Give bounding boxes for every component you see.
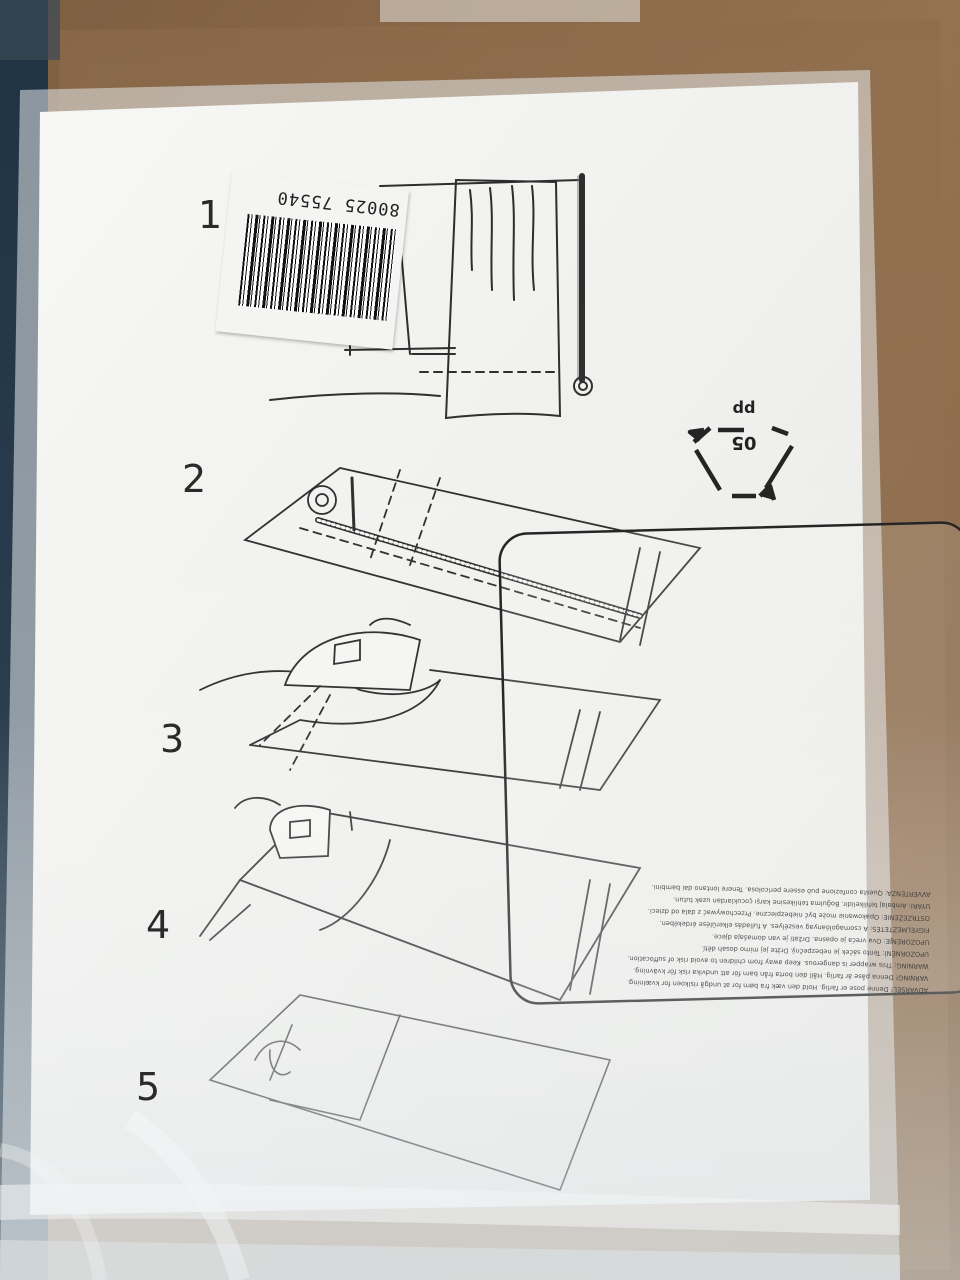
step-number-5: 5: [136, 1065, 161, 1109]
step-number-1: 1: [198, 193, 223, 237]
recycling-code: 05: [731, 432, 757, 453]
step-number-3: 3: [160, 717, 185, 761]
step-number-2: 2: [182, 457, 207, 501]
warning-text-block: ADVARSEL! Denne pose er farlig. Hold den…: [514, 525, 946, 996]
barcode-icon: [238, 213, 397, 322]
recycling-material: pp: [732, 400, 756, 419]
barcode-digits: 80025 75540: [275, 186, 401, 220]
barcode-sticker: 80025 75540: [215, 172, 410, 350]
step-number-4: 4: [146, 903, 171, 947]
